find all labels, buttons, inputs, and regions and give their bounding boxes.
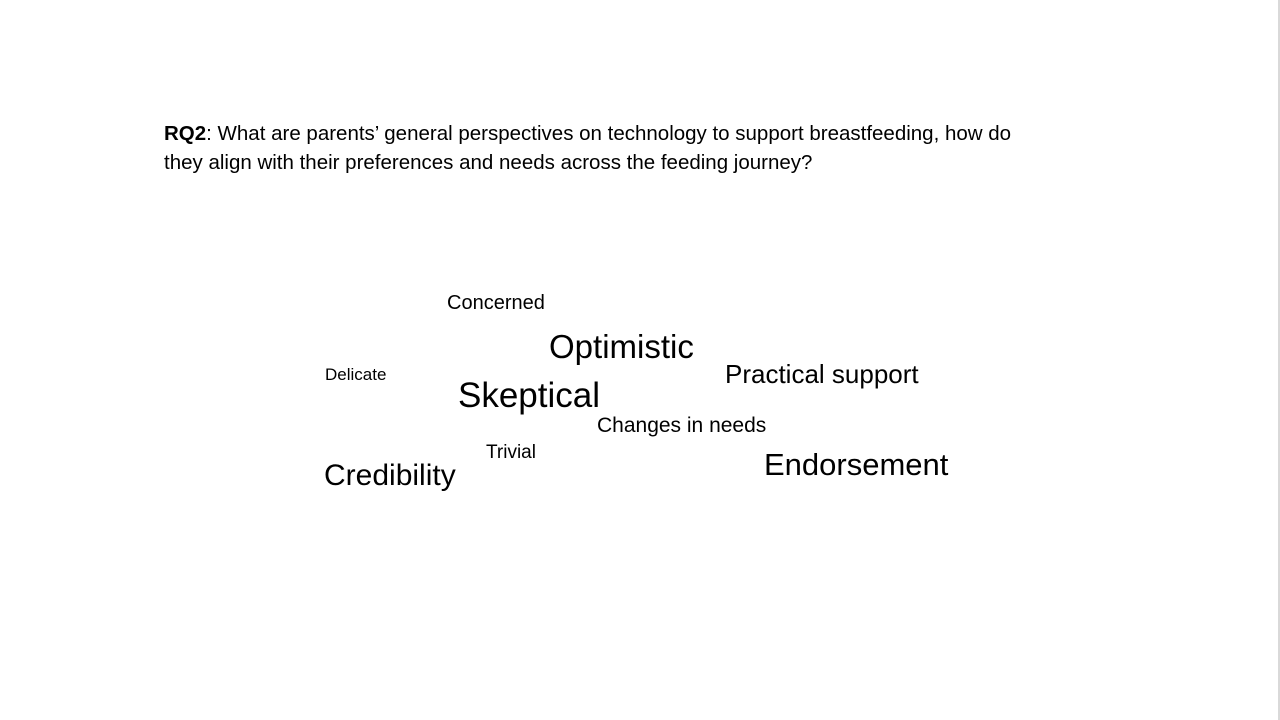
word-optimistic: Optimistic [549,328,694,365]
research-question-text-1: : What are parents’ general perspectives… [206,122,1012,145]
word-trivial: Trivial [486,442,536,463]
word-endorsement: Endorsement [764,447,949,482]
word-changes-in-needs: Changes in needs [597,414,767,437]
word-skeptical: Skeptical [458,376,601,415]
research-question-line-2: they align with their preferences and ne… [164,151,813,174]
word-concerned: Concerned [447,292,545,314]
word-credibility: Credibility [324,459,456,492]
word-practical-support: Practical support [725,359,919,389]
research-question-line-1: RQ2: What are parents’ general perspecti… [164,119,1124,148]
research-question-label: RQ2 [164,122,207,145]
word-delicate: Delicate [325,365,387,384]
research-question: RQ2: What are parents’ general perspecti… [164,119,1124,177]
slide-edge-divider [1278,0,1280,720]
